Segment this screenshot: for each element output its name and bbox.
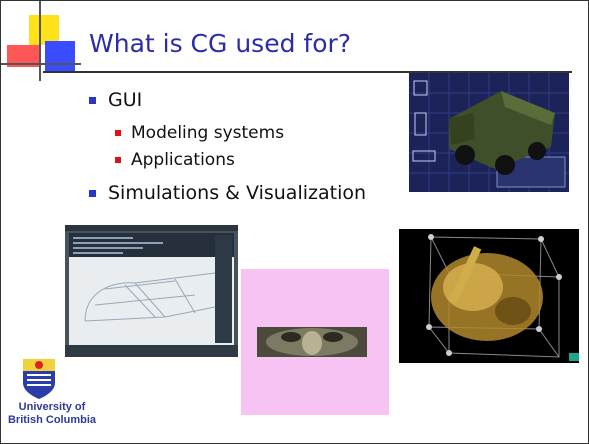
- bullet-item: Simulations & Visualization: [89, 182, 366, 204]
- bullet-label: Simulations & Visualization: [108, 182, 367, 204]
- slide-title: What is CG used for?: [89, 29, 352, 58]
- 3d-face-scan-image: [241, 269, 389, 415]
- bullet-marker: [89, 189, 96, 197]
- sub-bullet-marker: [115, 130, 121, 136]
- sub-bullet-item: Modeling systems: [115, 123, 284, 143]
- cad-modeling-screenshot-image: [65, 225, 238, 357]
- bullet-label: GUI: [108, 89, 143, 111]
- crest-icon: [23, 359, 55, 399]
- ubc-logo: University of British Columbia: [7, 359, 96, 441]
- bullet-marker: [89, 96, 96, 104]
- sub-bullet-item: Applications: [115, 150, 235, 170]
- sub-bullet-label: Modeling systems: [131, 123, 285, 143]
- bullet-item: GUI: [89, 89, 142, 111]
- logo-caption: University of British Columbia: [7, 401, 97, 427]
- sub-bullet-marker: [115, 157, 121, 163]
- military-truck-model-image: [409, 73, 569, 192]
- logo-line-1: University of: [18, 401, 86, 413]
- title-decoration: [1, 1, 81, 81]
- sub-bullet-label: Applications: [131, 150, 235, 170]
- skull-volume-visualization-image: [399, 229, 579, 363]
- logo-line-2: British Columbia: [7, 414, 96, 426]
- title-underline: [43, 71, 572, 73]
